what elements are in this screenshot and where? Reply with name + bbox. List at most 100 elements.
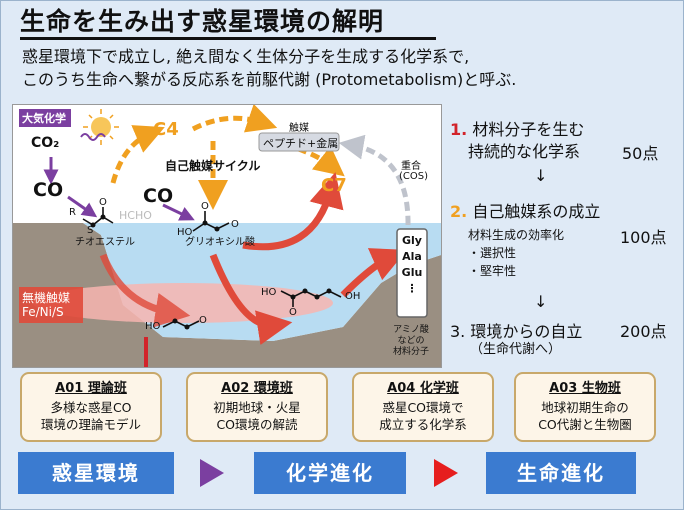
- team-a01-body: 多様な惑星CO 環境の理論モデル: [22, 399, 160, 433]
- inorganic-catalyst-label: 無機触媒: [22, 291, 71, 305]
- step-2-sub-1: 材料生成の効率化: [468, 228, 565, 242]
- team-a04-head: A04 化学班: [387, 381, 459, 396]
- inorganic-catalyst-box: [19, 287, 83, 323]
- amino-note-line-1: アミノ酸: [393, 325, 429, 335]
- co-center-label: CO: [143, 185, 174, 207]
- step-3-points: 200点: [620, 322, 667, 341]
- step-1-number: 1.: [450, 120, 468, 139]
- amino-acid-list: Gly Ala Glu ⋮: [401, 233, 423, 297]
- o-label-1: O: [99, 197, 107, 208]
- reaction-arrow-right: [340, 248, 407, 298]
- polymerization-arrow: [338, 134, 411, 226]
- team-a02-line-2: CO環境の解読: [216, 417, 298, 432]
- team-a03-line-1: 地球初期生命の: [541, 400, 629, 415]
- arrow-down-2: ↓: [534, 292, 548, 311]
- step-3-number: 3.: [450, 322, 466, 341]
- ho-label-1: HO: [177, 227, 193, 238]
- team-a03-body: 地球初期生命の CO代謝と生物圏: [516, 399, 654, 433]
- polymerization-label: 重合: [401, 161, 421, 172]
- title-underline: [20, 37, 436, 40]
- arrow-co-thioester: [67, 195, 98, 218]
- step-3-line-2: （生命代謝へ）: [470, 342, 562, 357]
- team-a02-body: 初期地球・火星 CO環境の解読: [188, 399, 326, 433]
- subtitle-line-1: 惑星環境下で成立し, 絶え間なく生体分子を生成する化学系で,: [22, 47, 470, 66]
- team-a01-head: A01 理論班: [55, 381, 127, 396]
- catalyst-label: 触媒: [289, 123, 309, 134]
- step-2-number: 2.: [450, 202, 468, 221]
- subtitle: 惑星環境下で成立し, 絶え間なく生体分子を生成する化学系で, このうち生命へ繋が…: [22, 45, 672, 91]
- peptide-metal-label: ペプチド+金属: [263, 137, 339, 150]
- team-a04: A04 化学班 惑星CO環境で 成立する化学系: [352, 372, 494, 442]
- flow-arrow-purple-icon: [200, 459, 224, 487]
- c4-label: C4: [153, 119, 179, 140]
- flow-life-evolution: 生命進化: [486, 452, 636, 494]
- flow-arrow-red-icon: [434, 459, 458, 487]
- team-a04-body: 惑星CO環境で 成立する化学系: [354, 399, 492, 433]
- team-a03: A03 生物班 地球初期生命の CO代謝と生物圏: [514, 372, 656, 442]
- step-2-sub-3: ・堅牢性: [468, 264, 517, 278]
- amino-acid-note: アミノ酸 などの 材料分子: [383, 325, 439, 358]
- team-a03-line-2: CO代謝と生物圏: [538, 417, 632, 432]
- goals-panel: 1. 材料分子を生む 持続的な化学系 50点 ↓ 2. 自己触媒系の成立 材料生…: [446, 114, 678, 374]
- page-title: 生命を生み出す惑星環境の解明: [20, 7, 385, 36]
- team-a04-line-2: 成立する化学系: [379, 417, 467, 432]
- atom-dots: [90, 214, 332, 330]
- step-2-sub-2: ・選択性: [468, 246, 517, 260]
- step-2: 2. 自己触媒系の成立: [450, 198, 600, 222]
- cycle-arrow-to-c4: [110, 125, 165, 184]
- c7-label: C7: [321, 175, 347, 196]
- atmosphere-label: 大気化学: [22, 112, 66, 125]
- autocatalytic-cycle-label: 自己触媒サイクル: [165, 159, 261, 173]
- subtitle-line-2: このうち生命へ繋がる反応系を前駆代謝 (Protometabolism)と呼ぶ.: [22, 70, 517, 89]
- amino-acid-ala: Ala: [402, 250, 422, 263]
- team-a03-head: A03 生物班: [549, 381, 621, 396]
- amino-acid-glu: Glu: [401, 266, 423, 279]
- arrow-down-1: ↓: [534, 166, 548, 185]
- s-label: S: [87, 225, 94, 236]
- team-a02-line-1: 初期地球・火星: [213, 400, 301, 415]
- photon-wiggle: [80, 133, 106, 141]
- protometabolism-diagram: 大気化学 CO₂ CO CO C4 C7 触媒 ペプチド+金属 自己触媒サイクル…: [12, 104, 442, 368]
- o-label-4: O: [289, 307, 297, 318]
- o-label-5: O: [199, 315, 207, 326]
- reaction-arrow-to-amino: [209, 253, 293, 345]
- peptide-box: [258, 132, 340, 152]
- team-a02: A02 環境班 初期地球・火星 CO環境の解読: [186, 372, 328, 442]
- amino-note-line-2: などの: [397, 336, 425, 346]
- oh-label: OH: [345, 291, 361, 302]
- co-left-label: CO: [33, 179, 64, 201]
- step-1-line-2: 持続的な化学系: [468, 142, 581, 161]
- amino-note-line-3: 材料分子: [392, 347, 429, 357]
- step-3-line-1: 環境からの自立: [470, 322, 583, 341]
- amino-acid-more: ⋮: [406, 282, 418, 295]
- diagram-canvas: [13, 105, 441, 367]
- team-a01-line-2: 環境の理論モデル: [40, 417, 141, 432]
- reaction-arrow-down: [99, 253, 191, 328]
- atmosphere-box: [19, 109, 71, 127]
- hydrothermal-vent: [144, 337, 148, 367]
- team-a01: A01 理論班 多様な惑星CO 環境の理論モデル: [20, 372, 162, 442]
- sun-icon: [83, 109, 119, 145]
- ground-terrain: [13, 223, 441, 367]
- o-label-2: O: [201, 201, 209, 212]
- amino-acid-gly: Gly: [402, 234, 422, 247]
- reaction-arrow-to-c7: [242, 172, 344, 251]
- hcho-label: HCHO: [119, 209, 152, 222]
- step-1-points: 50点: [622, 144, 659, 163]
- ho-label-3: HO: [145, 321, 161, 332]
- step-2-line-1: 自己触媒系の成立: [472, 202, 601, 221]
- team-a04-line-1: 惑星CO環境で: [382, 400, 464, 415]
- flow-chemical-evolution: 化学進化: [254, 452, 406, 494]
- amino-acid-box: [396, 228, 428, 318]
- step-1: 1. 材料分子を生む: [450, 116, 584, 140]
- team-a01-line-1: 多様な惑星CO: [50, 400, 132, 415]
- co2-label: CO₂: [31, 135, 60, 151]
- ho-label-2: HO: [261, 287, 277, 298]
- step-1-line-1: 材料分子を生む: [472, 120, 585, 139]
- step-3: 3. 環境からの自立: [450, 318, 582, 342]
- arrow-co-glyoxylate: [162, 203, 195, 221]
- step-2-points: 100点: [620, 228, 667, 247]
- glyoxylate-label: グリオキシル酸: [185, 237, 255, 248]
- cos-label: (COS): [399, 171, 429, 182]
- r-label: R: [69, 207, 76, 218]
